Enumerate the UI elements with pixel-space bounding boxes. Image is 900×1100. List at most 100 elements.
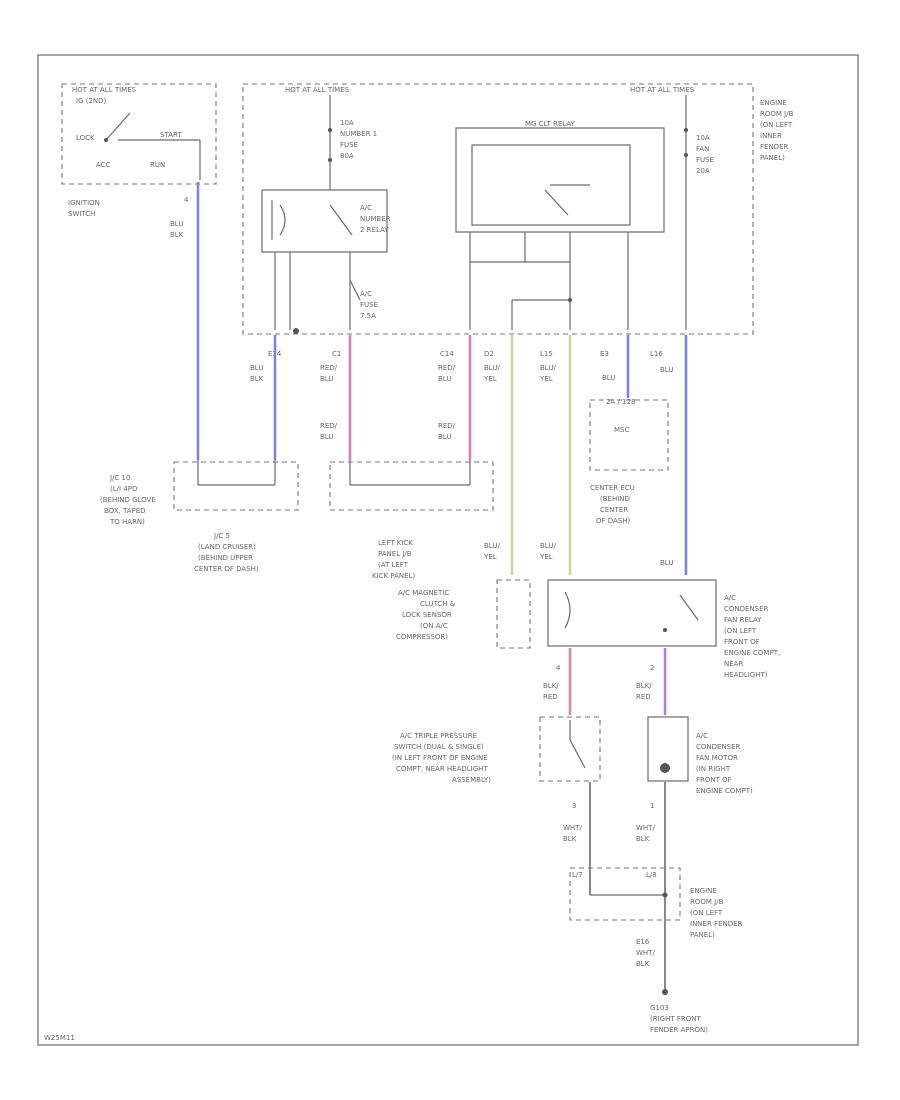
- svg-text:FENDER APRON): FENDER APRON): [650, 1026, 708, 1034]
- svg-text:BLK/: BLK/: [636, 682, 652, 690]
- center-ecu-label: CENTER ECU (BEHIND CENTER OF DASH): [590, 484, 635, 525]
- svg-text:BOX, TAPED: BOX, TAPED: [104, 507, 146, 515]
- ac-clutch-label: A/C MAGNETIC CLUTCH & LOCK SENSOR (ON A/…: [396, 589, 456, 641]
- svg-text:(AT LEFT: (AT LEFT: [378, 561, 409, 569]
- svg-text:YEL: YEL: [539, 375, 553, 383]
- svg-text:LOCK: LOCK: [76, 134, 95, 142]
- svg-text:FUSE: FUSE: [360, 301, 378, 309]
- svg-text:IGNITION: IGNITION: [68, 199, 100, 207]
- svg-text:BLU: BLU: [320, 433, 333, 441]
- label-red-blu-1: RED/BLU: [320, 364, 338, 383]
- a1-fuse-column: 10A NUMBER 1 FUSE 80A: [328, 95, 377, 190]
- svg-text:(ON LEFT: (ON LEFT: [724, 627, 757, 635]
- svg-text:(LAND CRUISER): (LAND CRUISER): [198, 543, 256, 551]
- label-blu-yel-3: BLU/YEL: [483, 542, 500, 561]
- svg-text:CONDENSER: CONDENSER: [696, 743, 741, 751]
- svg-text:A/C: A/C: [724, 594, 736, 602]
- svg-text:BLU: BLU: [250, 364, 263, 372]
- svg-text:PANEL): PANEL): [690, 931, 715, 939]
- fan-motor-label: A/C CONDENSER FAN MOTOR (IN RIGHT FRONT …: [696, 732, 753, 795]
- svg-text:LEFT KICK: LEFT KICK: [378, 539, 413, 547]
- svg-text:SWITCH: SWITCH: [68, 210, 95, 218]
- svg-text:(ON LEFT: (ON LEFT: [760, 121, 793, 129]
- svg-text:BLK: BLK: [636, 835, 650, 843]
- svg-text:CENTER ECU: CENTER ECU: [590, 484, 635, 492]
- svg-text:ENGINE: ENGINE: [690, 887, 717, 895]
- svg-text:CLUTCH &: CLUTCH &: [420, 600, 456, 608]
- svg-text:RED/: RED/: [320, 422, 338, 430]
- conn-c1: C1: [332, 350, 341, 358]
- svg-text:ROOM J/B: ROOM J/B: [760, 110, 794, 118]
- svg-text:J/C 10: J/C 10: [109, 474, 130, 482]
- pin-l: L/7: [572, 871, 583, 879]
- label-red-blu-2: RED/BLU: [320, 422, 338, 441]
- fan-fuse: 10A FAN FUSE 20A: [684, 95, 714, 330]
- svg-text:A/C MAGNETIC: A/C MAGNETIC: [398, 589, 449, 597]
- svg-text:PANEL): PANEL): [760, 154, 785, 162]
- fan-motor-box: [647, 716, 689, 782]
- svg-text:BLU: BLU: [170, 220, 183, 228]
- pin-3: 3: [572, 802, 576, 810]
- svg-text:(RIGHT FRONT: (RIGHT FRONT: [650, 1015, 701, 1023]
- svg-text:RED/: RED/: [438, 364, 456, 372]
- svg-text:BLU: BLU: [438, 433, 451, 441]
- svg-text:(L/I 4PD: (L/I 4PD: [110, 485, 137, 493]
- svg-text:FAN: FAN: [696, 145, 709, 153]
- triple-switch-box: [539, 716, 601, 782]
- svg-text:E16: E16: [636, 938, 650, 946]
- svg-text:COMPRESSOR): COMPRESSOR): [396, 633, 448, 641]
- label-red-blu-3: RED/BLU: [438, 364, 456, 383]
- svg-text:BLU: BLU: [320, 375, 333, 383]
- svg-text:INNER FENDER: INNER FENDER: [690, 920, 743, 928]
- right-hot-label: HOT AT ALL TIMES: [630, 86, 695, 94]
- svg-text:BLU/: BLU/: [484, 364, 500, 372]
- svg-text:BLU/: BLU/: [540, 364, 556, 372]
- jc10-label: J/C 10 (L/I 4PD (BEHIND GLOVE BOX, TAPED…: [100, 474, 156, 526]
- svg-text:FRONT OF: FRONT OF: [696, 776, 732, 784]
- svg-text:HEADLIGHT): HEADLIGHT): [724, 671, 768, 679]
- label-blu-yel-1: BLU/YEL: [483, 364, 500, 383]
- svg-text:ROOM J/B: ROOM J/B: [690, 898, 724, 906]
- label-blk-red-2: BLK/RED: [636, 682, 652, 701]
- svg-text:A/C: A/C: [360, 204, 372, 212]
- ground-label: G103 (RIGHT FRONT FENDER APRON): [650, 1004, 708, 1034]
- engine-room-jb-bottom: [569, 867, 681, 921]
- svg-text:ACC: ACC: [96, 161, 111, 169]
- svg-text:(BEHIND GLOVE: (BEHIND GLOVE: [100, 496, 156, 504]
- svg-text:BLK: BLK: [636, 960, 650, 968]
- pin-4: 4: [556, 664, 561, 672]
- svg-text:BLK: BLK: [250, 375, 264, 383]
- left-kick-box: [329, 461, 494, 511]
- svg-text:NEAR: NEAR: [724, 660, 743, 668]
- svg-text:COMPT, NEAR HEADLIGHT: COMPT, NEAR HEADLIGHT: [396, 765, 488, 773]
- svg-text:10A: 10A: [696, 134, 710, 142]
- engine-room-jb-bottom-label: ENGINE ROOM J/B (ON LEFT INNER FENDER PA…: [690, 887, 743, 939]
- svg-text:J/C 5: J/C 5: [213, 532, 230, 540]
- svg-text:(BEHIND: (BEHIND: [600, 495, 630, 503]
- svg-text:A/C TRIPLE PRESSURE: A/C TRIPLE PRESSURE: [400, 732, 477, 740]
- svg-text:A/C: A/C: [360, 290, 372, 298]
- svg-text:(IN LEFT FRONT OF ENGINE: (IN LEFT FRONT OF ENGINE: [392, 754, 488, 762]
- label-e16: E16 WHT/ BLK: [636, 938, 655, 968]
- conn-d2: D2: [484, 350, 494, 358]
- svg-text:LOCK SENSOR: LOCK SENSOR: [402, 611, 452, 619]
- label-blu-yel-2: BLU/YEL: [539, 364, 556, 383]
- svg-text:INNER: INNER: [760, 132, 782, 140]
- diagram-border: [37, 54, 859, 1046]
- svg-text:WHT/: WHT/: [636, 949, 655, 957]
- svg-text:ENGINE COMPT,: ENGINE COMPT,: [724, 649, 780, 657]
- label-blu-relay: BLU: [660, 559, 673, 567]
- svg-text:YEL: YEL: [483, 553, 497, 561]
- svg-text:RUN: RUN: [150, 161, 165, 169]
- svg-text:NUMBER 1: NUMBER 1: [340, 130, 377, 138]
- conn-l15: L15: [540, 350, 553, 358]
- svg-text:FUSE: FUSE: [696, 156, 714, 164]
- svg-text:WHT/: WHT/: [636, 824, 655, 832]
- ac-clutch-box: [496, 579, 531, 649]
- svg-text:10A: 10A: [340, 119, 354, 127]
- svg-text:80A: 80A: [340, 152, 354, 160]
- label-blu-blk-2: BLU BLK: [250, 364, 264, 383]
- svg-text:BLK: BLK: [170, 231, 184, 239]
- svg-text:(IN RIGHT: (IN RIGHT: [696, 765, 731, 773]
